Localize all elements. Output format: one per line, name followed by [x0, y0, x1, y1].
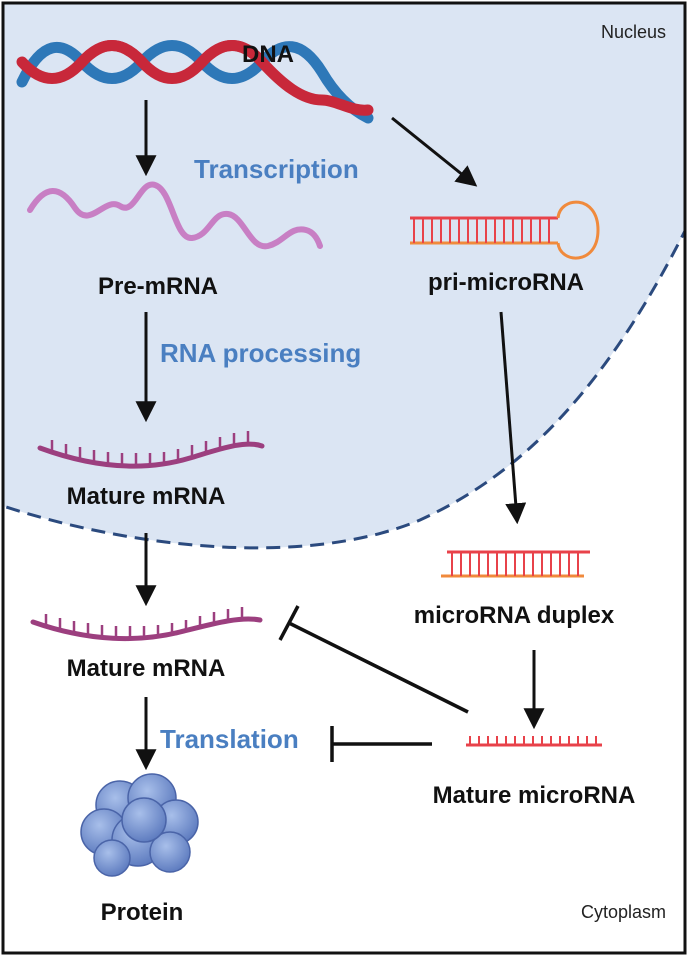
pri-microrna-hairpin-icon	[410, 200, 600, 260]
inhibition-translation	[330, 726, 432, 762]
rna-processing-label: RNA processing	[160, 338, 361, 368]
transcription-label: Transcription	[194, 154, 359, 184]
pre-mrna-strand-icon	[27, 181, 323, 250]
cytoplasm-label: Cytoplasm	[581, 902, 666, 922]
mature-microrna-icon	[466, 736, 602, 747]
nuclear-membrane	[3, 227, 685, 550]
arrow-dna-to-pri-microrna	[391, 116, 478, 187]
nucleus-region	[3, 3, 685, 548]
microrna-duplex-icon	[441, 550, 590, 578]
microrna-duplex-label: microRNA duplex	[414, 602, 615, 629]
dna-label: DNA	[242, 41, 294, 68]
protein-label: Protein	[101, 899, 184, 926]
pre-mrna-label: Pre-mRNA	[98, 273, 218, 300]
inhibition-mrna	[278, 605, 469, 714]
mature-mrna-cytoplasm-icon	[30, 607, 263, 642]
mature-mrna-cytoplasm-label: Mature mRNA	[67, 655, 226, 682]
mature-mrna-nucleus-icon	[37, 431, 265, 469]
arrow-pri-to-duplex	[499, 311, 527, 525]
mature-mrna-nucleus-label: Mature mRNA	[67, 483, 226, 510]
nucleus-label: Nucleus	[601, 22, 666, 42]
pri-microrna-label: pri-microRNA	[428, 269, 584, 296]
protein-icon	[80, 773, 199, 877]
mature-microrna-label: Mature microRNA	[433, 782, 636, 809]
dna-helix-icon	[16, 40, 374, 124]
translation-label: Translation	[160, 724, 299, 754]
